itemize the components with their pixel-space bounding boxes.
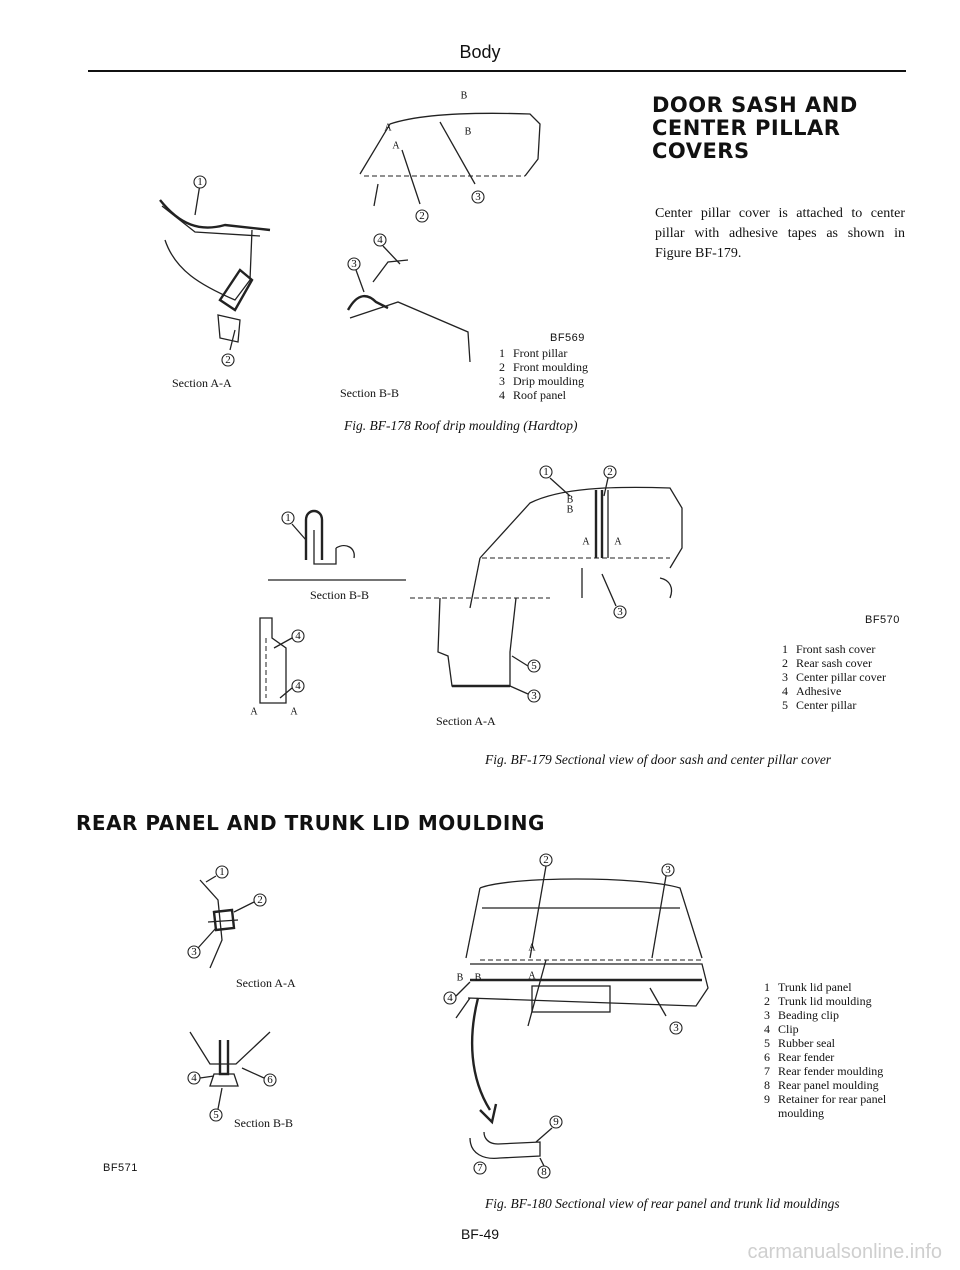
fig178-caption: Fig. BF-178 Roof drip moulding (Hardtop)	[344, 418, 578, 433]
fig179-car-side-drawing: B B A A 1 2 3	[469, 465, 683, 619]
svg-text:2: 2	[543, 854, 549, 866]
page-header-title: Body	[459, 42, 501, 62]
page-number: BF-49	[460, 1226, 500, 1242]
fig180-section-aa-label: Section A-A	[236, 976, 296, 990]
watermark: carmanualsonline.info	[747, 1241, 942, 1263]
svg-text:B: B	[567, 495, 574, 506]
svg-text:3: 3	[191, 946, 197, 958]
svg-text:A: A	[614, 537, 622, 548]
svg-text:9: 9	[553, 1116, 559, 1128]
svg-text:4: 4	[295, 680, 301, 692]
svg-text:2: 2	[225, 354, 231, 366]
svg-text:A: A	[250, 707, 258, 718]
fig180-section-bb-drawing: 4 6 5	[187, 1031, 277, 1122]
svg-text:4: 4	[191, 1072, 197, 1084]
svg-text:3: 3	[531, 690, 537, 702]
svg-text:4: 4	[377, 234, 383, 246]
fig178-section-aa-drawing: 1 2	[159, 175, 271, 367]
svg-text:1: 1	[197, 176, 203, 188]
svg-text:3: 3	[617, 606, 623, 618]
svg-text:1: 1	[285, 512, 291, 524]
fig178-section-bb-drawing: 4 3	[346, 233, 471, 363]
door-sash-heading-line-2: CENTER PILLAR	[652, 116, 841, 140]
svg-text:1: 1	[219, 866, 225, 878]
svg-text:B: B	[475, 973, 482, 984]
svg-text:4: 4	[295, 630, 301, 642]
svg-text:A: A	[528, 971, 536, 982]
fig179-section-aa-label: Section A-A	[436, 714, 496, 728]
svg-text:A: A	[392, 141, 400, 152]
fig178-section-aa-label: Section A-A	[172, 376, 232, 390]
svg-text:B: B	[567, 505, 574, 516]
svg-text:2: 2	[419, 210, 425, 222]
svg-text:8: 8	[541, 1166, 547, 1178]
fig180-code: BF571	[103, 1162, 138, 1174]
svg-text:3: 3	[351, 258, 357, 270]
rear-panel-heading: REAR PANEL AND TRUNK LID MOULDING	[76, 811, 545, 835]
door-sash-heading: DOOR SASH AND CENTER PILLAR COVERS	[652, 94, 858, 163]
svg-text:6: 6	[267, 1074, 273, 1086]
fig180-caption: Fig. BF-180 Sectional view of rear panel…	[485, 1196, 840, 1211]
svg-text:3: 3	[475, 191, 481, 203]
svg-text:B: B	[465, 127, 472, 138]
svg-text:A: A	[384, 123, 392, 134]
svg-text:A: A	[528, 943, 536, 954]
svg-text:3: 3	[665, 864, 671, 876]
svg-text:B: B	[457, 973, 464, 984]
fig178-code: BF569	[550, 332, 585, 344]
svg-text:A: A	[582, 537, 590, 548]
fig179-caption: Fig. BF-179 Sectional view of door sash …	[485, 752, 832, 767]
door-sash-heading-line-1: DOOR SASH AND	[652, 93, 858, 117]
svg-text:A: A	[290, 707, 298, 718]
svg-text:B: B	[461, 91, 468, 102]
svg-text:7: 7	[477, 1162, 483, 1174]
svg-text:5: 5	[531, 660, 537, 672]
svg-text:1: 1	[543, 466, 549, 478]
fig179-code: BF570	[865, 614, 900, 626]
fig180-section-bb-label: Section B-B	[234, 1116, 293, 1130]
svg-text:2: 2	[257, 894, 263, 906]
svg-text:5: 5	[213, 1109, 219, 1121]
fig178-roof-outline-drawing: B B A A 2 3	[359, 91, 541, 223]
fig179-section-aa-drawing: 5 3	[410, 597, 550, 703]
svg-text:2: 2	[607, 466, 613, 478]
fig179-section-bb-drawing: 1	[268, 509, 406, 581]
svg-text:4: 4	[447, 992, 453, 1004]
fig178-section-bb-label: Section B-B	[340, 386, 399, 400]
header-rule	[88, 70, 906, 72]
fig179-section-bb-label: Section B-B	[310, 588, 369, 602]
fig180-car-rear-drawing: 2 3 A A B B 4 3 9 7 8	[443, 853, 709, 1179]
door-sash-paragraph: Center pillar cover is attached to cente…	[655, 206, 905, 261]
fig180-section-aa-drawing: 1 2 3	[187, 865, 267, 969]
fig179-adhesive-drawing: 4 4 A A	[250, 617, 305, 718]
svg-text:3: 3	[673, 1022, 679, 1034]
door-sash-heading-line-3: COVERS	[652, 139, 750, 163]
